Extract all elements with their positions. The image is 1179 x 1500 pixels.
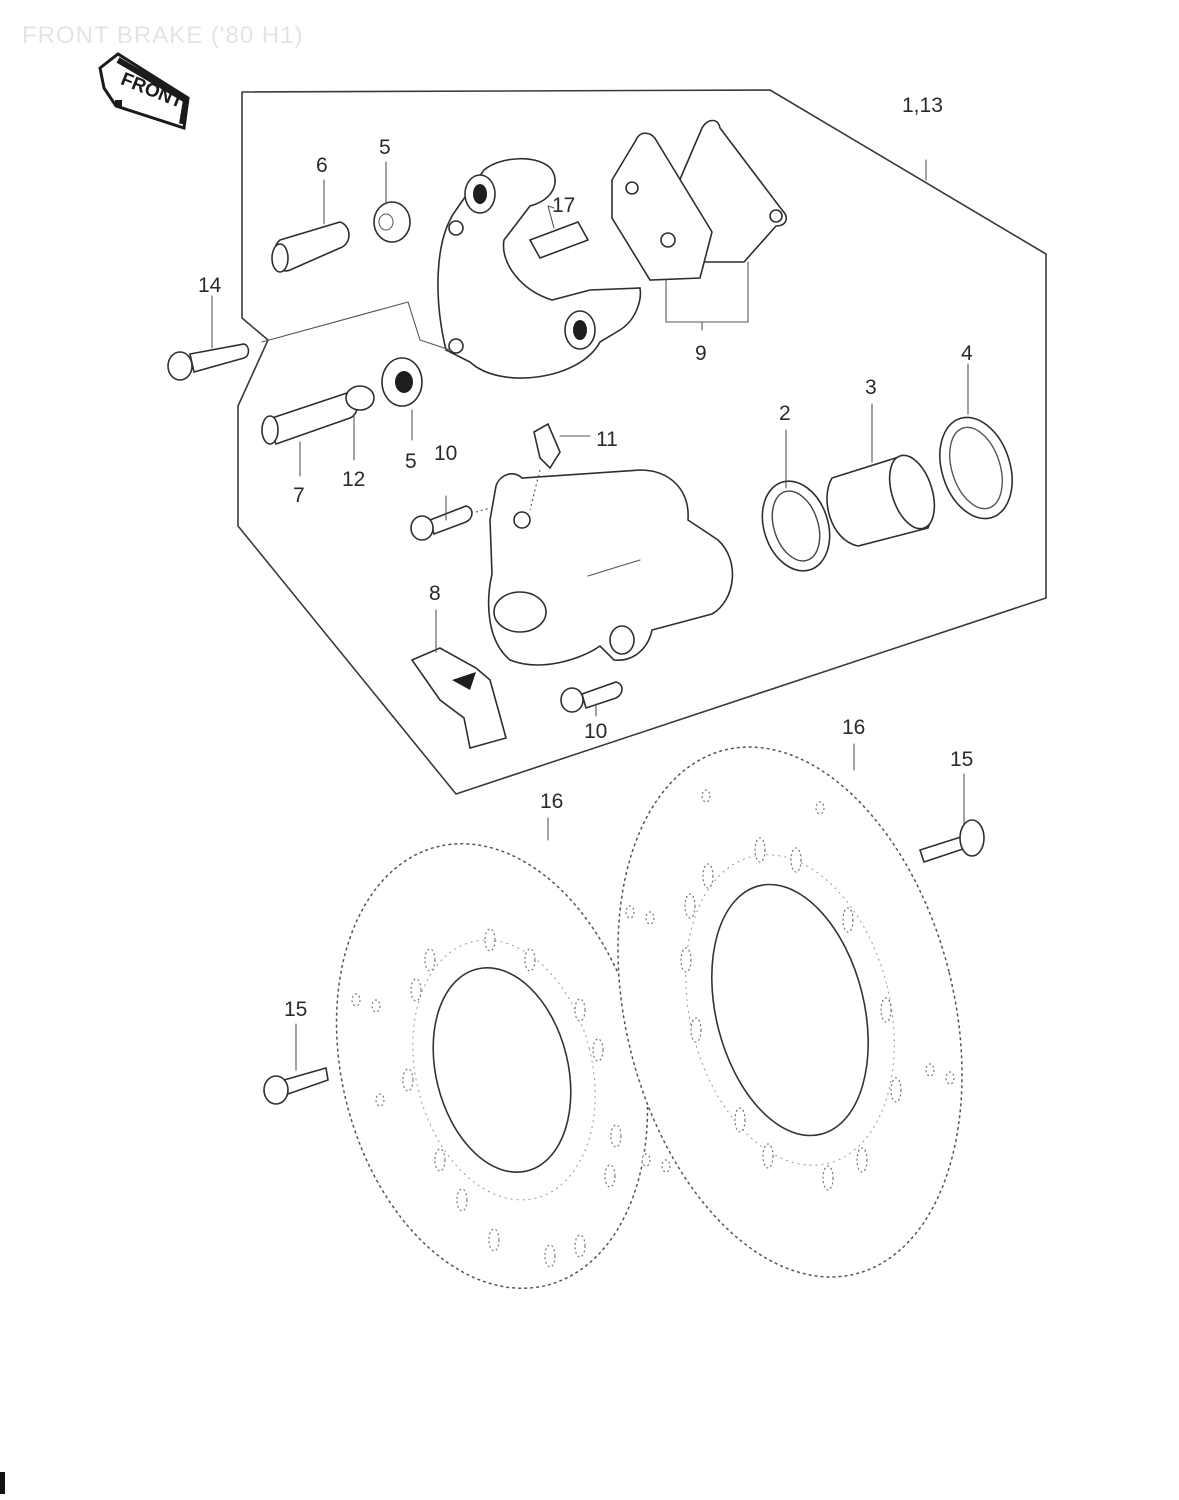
callout-9: 9 [695, 342, 707, 365]
brake-disc-right [617, 746, 963, 1278]
sliding-pin-lower [261, 385, 375, 446]
callout-16-right: 16 [842, 716, 865, 739]
anti-rattle-spring [528, 205, 590, 259]
leader-lines [211, 159, 969, 1071]
mounting-bolt-14 [167, 301, 451, 381]
disc-bolt-right [918, 819, 985, 864]
brake-pad-set [611, 119, 788, 281]
callout-14: 14 [198, 274, 222, 297]
dust-boot-upper [373, 201, 411, 243]
caliper-holder-bracket [437, 157, 642, 379]
bleed-valve [529, 422, 561, 511]
callout-16-left: 16 [540, 790, 563, 813]
dust-seal [939, 416, 1013, 520]
page-edge-mark [0, 1472, 5, 1494]
callout-5-upper: 5 [379, 136, 391, 159]
brake-disc-left [335, 842, 671, 1290]
caliper-body [487, 469, 734, 666]
caliper-bolt-lower [560, 681, 623, 713]
front-direction-badge: FRONT [98, 52, 190, 130]
callout-17: 17 [552, 194, 575, 217]
disc-bolt-left [263, 1066, 329, 1105]
sliding-pin-upper [271, 221, 350, 273]
callout-8: 8 [429, 582, 441, 605]
callout-1-13: 1,13 [902, 94, 943, 117]
callout-2: 2 [779, 402, 791, 425]
dust-boot-lower [381, 357, 423, 407]
callout-10-lower: 10 [584, 720, 607, 743]
callout-6: 6 [316, 154, 328, 177]
caliper-bolt-upper [410, 505, 491, 541]
callout-4: 4 [961, 342, 973, 365]
callout-10-upper: 10 [434, 442, 457, 465]
callout-7: 7 [293, 484, 305, 507]
callout-12: 12 [342, 468, 365, 491]
diagram-title: FRONT BRAKE ('80 H1) [22, 22, 304, 49]
callout-3: 3 [865, 376, 877, 399]
callout-11: 11 [596, 428, 618, 451]
piston-seal [761, 480, 831, 572]
callout-15-right: 15 [950, 748, 973, 771]
lock-plate [410, 647, 507, 750]
caliper-assembly-outline [237, 89, 1047, 795]
callout-15-left: 15 [284, 998, 307, 1021]
piston [826, 454, 936, 547]
callout-5-lower: 5 [405, 450, 417, 473]
